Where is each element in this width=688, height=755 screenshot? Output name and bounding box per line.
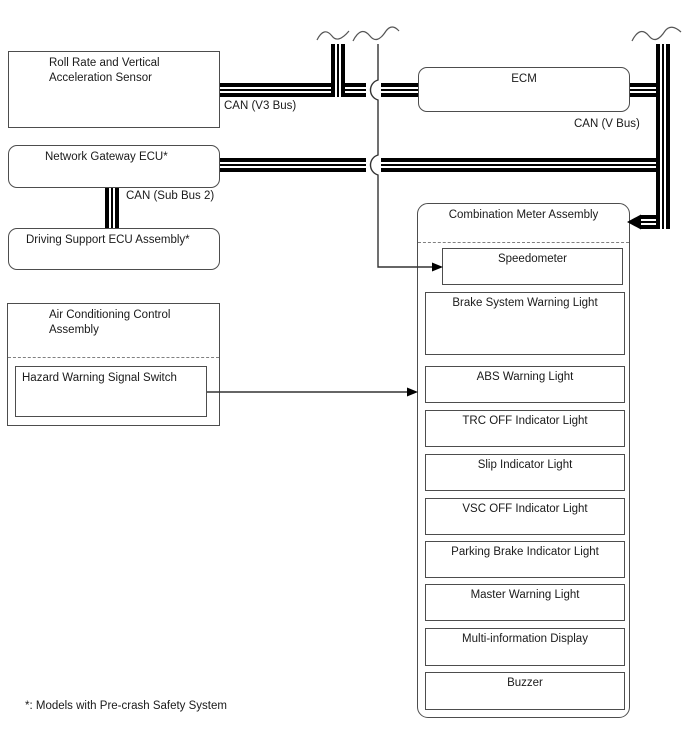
ecm-label: ECM [511,73,537,85]
can-sub-bus-2-segment [105,188,119,228]
air-conditioning-label-line1: Air Conditioning Control [49,309,171,321]
can-v3-bus-segment-to-ecm [381,83,418,97]
network-gateway-label: Network Gateway ECU* [45,151,168,163]
air-conditioning-dashed-divider [8,357,219,358]
combination-meter-dashed-divider [418,242,629,243]
break-squiggle-icon [352,26,400,42]
meter-item-vsc-off-indicator-light: VSC OFF Indicator Light [425,498,625,535]
meter-item-slip-indicator-light: Slip Indicator Light [425,454,625,491]
meter-item-multi-information-display: Multi-information Display [425,628,625,666]
meter-item-parking-brake-indicator-light: Parking Brake Indicator Light [425,541,625,578]
node-hazard-warning-switch: Hazard Warning Signal Switch [15,366,207,417]
footnote-pre-crash-note: *: Models with Pre-crash Safety System [25,700,227,712]
node-driving-support-ecu: Driving Support ECU Assembly* [8,228,220,270]
roll-rate-label-line2: Acceleration Sensor [49,72,152,84]
node-roll-rate-sensor: Roll Rate and Vertical Acceleration Sens… [8,51,220,128]
node-network-gateway-ecu: Network Gateway ECU* [8,145,220,188]
can-v-bus-label: CAN (V Bus) [574,118,640,130]
break-squiggle-icon [631,26,682,42]
meter-item-buzzer: Buzzer [425,672,625,710]
meter-item-brake-system-warning-light: Brake System Warning Light [425,292,625,355]
can-sub-bus-2-label: CAN (Sub Bus 2) [126,190,215,202]
gateway-bus-segment-right [381,158,670,172]
roll-rate-label-line1: Roll Rate and Vertical [49,57,160,69]
can-v3-bus-branch-up [331,44,345,97]
can-v3-bus-segment-left [220,83,366,97]
can-v3-bus-label: CAN (V3 Bus) [224,100,297,112]
meter-item-abs-warning-light: ABS Warning Light [425,366,625,403]
meter-item-trc-off-indicator-light: TRC OFF Indicator Light [425,410,625,447]
air-conditioning-label-line2: Assembly [49,324,99,336]
combination-meter-title: Combination Meter Assembly [448,209,599,221]
break-squiggle-icon [316,30,350,41]
hazard-switch-label: Hazard Warning Signal Switch [22,372,177,384]
meter-item-master-warning-light: Master Warning Light [425,584,625,621]
can-v-bus-vertical-trunk [656,44,670,229]
gateway-bus-segment-left [220,158,366,172]
driving-support-label: Driving Support ECU Assembly* [26,234,190,246]
node-ecm: ECM [418,67,630,112]
meter-item-speedometer: Speedometer [442,248,623,285]
